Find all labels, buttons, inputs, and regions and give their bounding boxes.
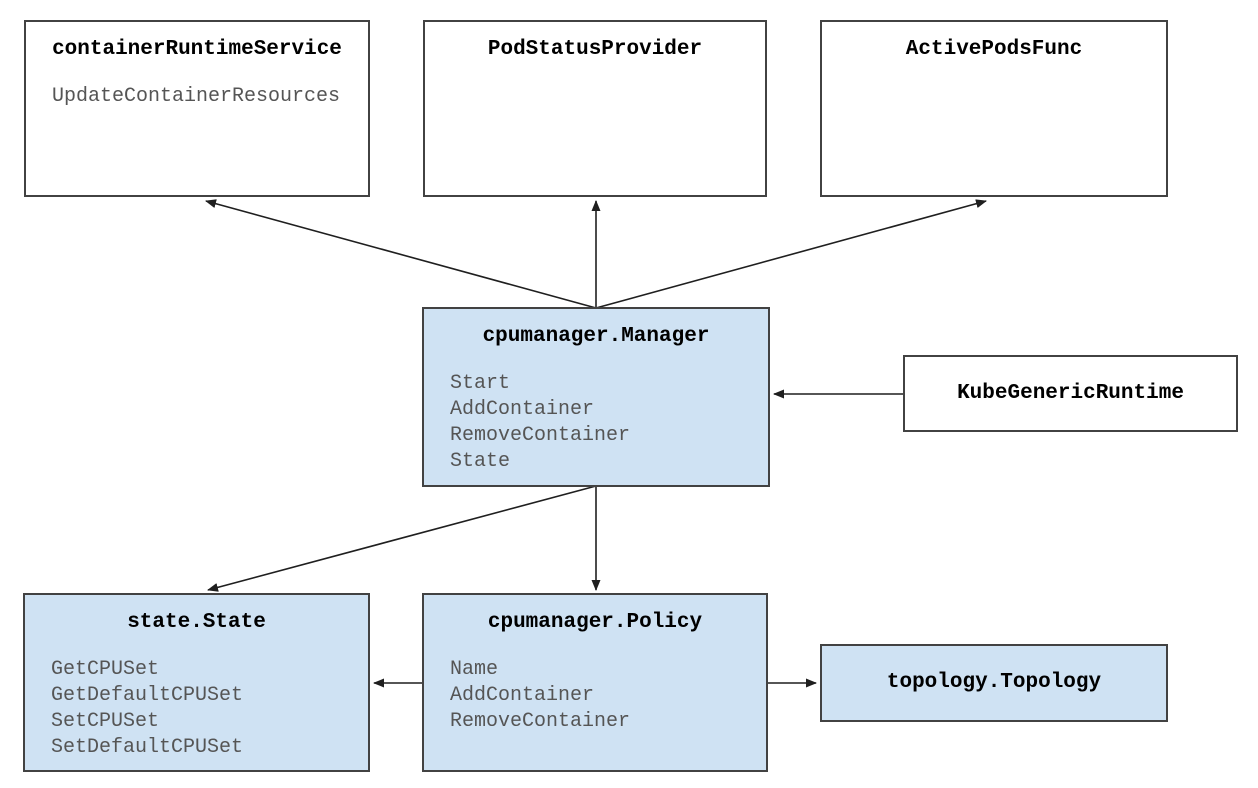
node-methods: GetCPUSet GetDefaultCPUSet SetCPUSet Set…	[25, 657, 368, 761]
method-item: SetDefaultCPUSet	[51, 736, 244, 759]
edge-cpumanager_manager-to-state_state	[207, 485, 597, 592]
node-state-state: state.State GetCPUSet GetDefaultCPUSet S…	[23, 593, 370, 772]
node-title: cpumanager.Manager	[482, 325, 710, 348]
method-item: SetCPUSet	[51, 710, 160, 733]
node-methods: Start AddContainer RemoveContainer State	[424, 371, 768, 475]
node-cpumanager-policy: cpumanager.Policy Name AddContainer Remo…	[422, 593, 768, 772]
method-item: UpdateContainerResources	[52, 85, 341, 108]
node-active-pods-func: ActivePodsFunc	[820, 20, 1168, 197]
method-item: AddContainer	[450, 398, 595, 421]
node-title: topology.Topology	[886, 671, 1102, 694]
method-item: AddContainer	[450, 684, 595, 707]
edge-cpumanager_manager-to-active_pods_func	[595, 199, 987, 309]
node-cpumanager-manager: cpumanager.Manager Start AddContainer Re…	[422, 307, 770, 487]
node-pod-status-provider: PodStatusProvider	[423, 20, 767, 197]
method-item: RemoveContainer	[450, 710, 631, 733]
node-methods: UpdateContainerResources	[26, 84, 368, 110]
method-item: RemoveContainer	[450, 424, 631, 447]
node-methods: Name AddContainer RemoveContainer	[424, 657, 766, 735]
method-item: GetCPUSet	[51, 658, 160, 681]
method-item: Start	[450, 372, 511, 395]
method-item: State	[450, 450, 511, 473]
edge-cpumanager_manager-to-container_runtime_service	[205, 199, 597, 309]
node-topology-topology: topology.Topology	[820, 644, 1168, 722]
node-title: cpumanager.Policy	[487, 611, 703, 634]
node-title: state.State	[127, 611, 266, 634]
method-item: Name	[450, 658, 499, 681]
node-title: containerRuntimeService	[52, 38, 342, 61]
node-title: ActivePodsFunc	[905, 38, 1083, 61]
node-kube-generic-runtime: KubeGenericRuntime	[903, 355, 1238, 432]
node-container-runtime-service: containerRuntimeService UpdateContainerR…	[24, 20, 370, 197]
node-title: KubeGenericRuntime	[957, 381, 1184, 405]
node-title: PodStatusProvider	[487, 38, 703, 61]
method-item: GetDefaultCPUSet	[51, 684, 244, 707]
